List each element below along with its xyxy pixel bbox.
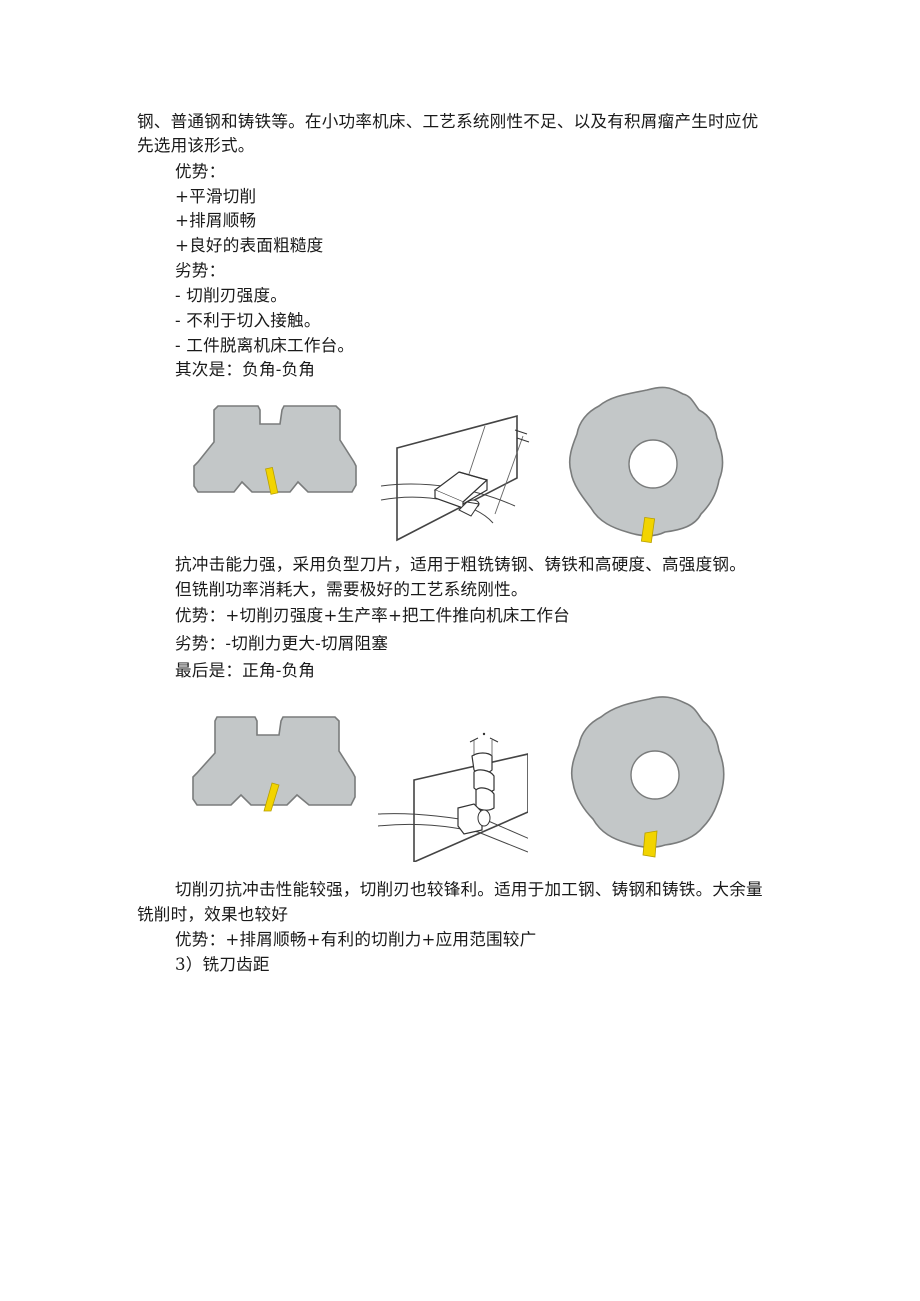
disadvantages-line: 劣势：-切削力更大-切屑阻塞 — [175, 634, 389, 653]
insert-shape — [263, 782, 280, 812]
insert-shape — [642, 830, 658, 858]
disadvantages-label: 劣势： — [175, 261, 226, 280]
disadvantage-item: - 切削刃强度。 — [175, 286, 288, 305]
advantage-item: +良好的表面粗糙度 — [175, 236, 324, 255]
disadvantage-item: - 不利于切入接触。 — [175, 311, 321, 330]
disadvantage-item: - 工件脱离机床工作台。 — [175, 336, 355, 355]
paragraph-line: 但铣削功率消耗大，需要极好的工艺系统刚性。 — [175, 580, 528, 599]
section-heading: 其次是：负角-负角 — [175, 360, 316, 379]
cutter-face-view-figure — [565, 382, 740, 547]
insert-shape — [265, 466, 279, 495]
advantages-line: 优势：+排屑顺畅+有利的切削力+应用范围较广 — [175, 930, 537, 949]
paragraph-line: 切削刃抗冲击性能较强，切削刃也较锋利。适用于加工钢、铸钢和铸铁。大余量 — [175, 880, 763, 899]
insert-side-view-figure — [190, 400, 360, 500]
cutter-body-shape — [192, 716, 356, 806]
chip-flow-spiral-figure — [378, 722, 528, 862]
section-heading: 最后是：正角-负角 — [175, 661, 316, 680]
bore-hole — [630, 750, 680, 800]
cutter-face-view-figure — [565, 695, 740, 860]
paragraph-line: 先选用该形式。 — [137, 136, 255, 155]
advantage-item: +平滑切削 — [175, 187, 257, 206]
advantages-line: 优势：+切削刃强度+生产率+把工件推向机床工作台 — [175, 606, 570, 625]
cutter-body-shape — [193, 405, 357, 493]
bore-hole — [628, 439, 678, 489]
insert-shape — [640, 516, 656, 544]
paragraph-line: 钢、普通钢和铸铁等。在小功率机床、工艺系统刚性不足、以及有积屑瘤产生时应优 — [137, 112, 759, 131]
paragraph-line: 铣削时，效果也较好 — [137, 905, 289, 924]
advantage-item: +排屑顺畅 — [175, 211, 257, 230]
paragraph-line: 抗冲击能力强，采用负型刀片，适用于粗铣铸钢、铸铁和高硬度、高强度钢。 — [175, 555, 746, 574]
section-heading: 3）铣刀齿距 — [175, 955, 270, 974]
advantages-label: 优势： — [175, 162, 226, 181]
chip-flow-diagram-figure — [375, 398, 535, 543]
insert-side-view-figure — [187, 715, 362, 815]
